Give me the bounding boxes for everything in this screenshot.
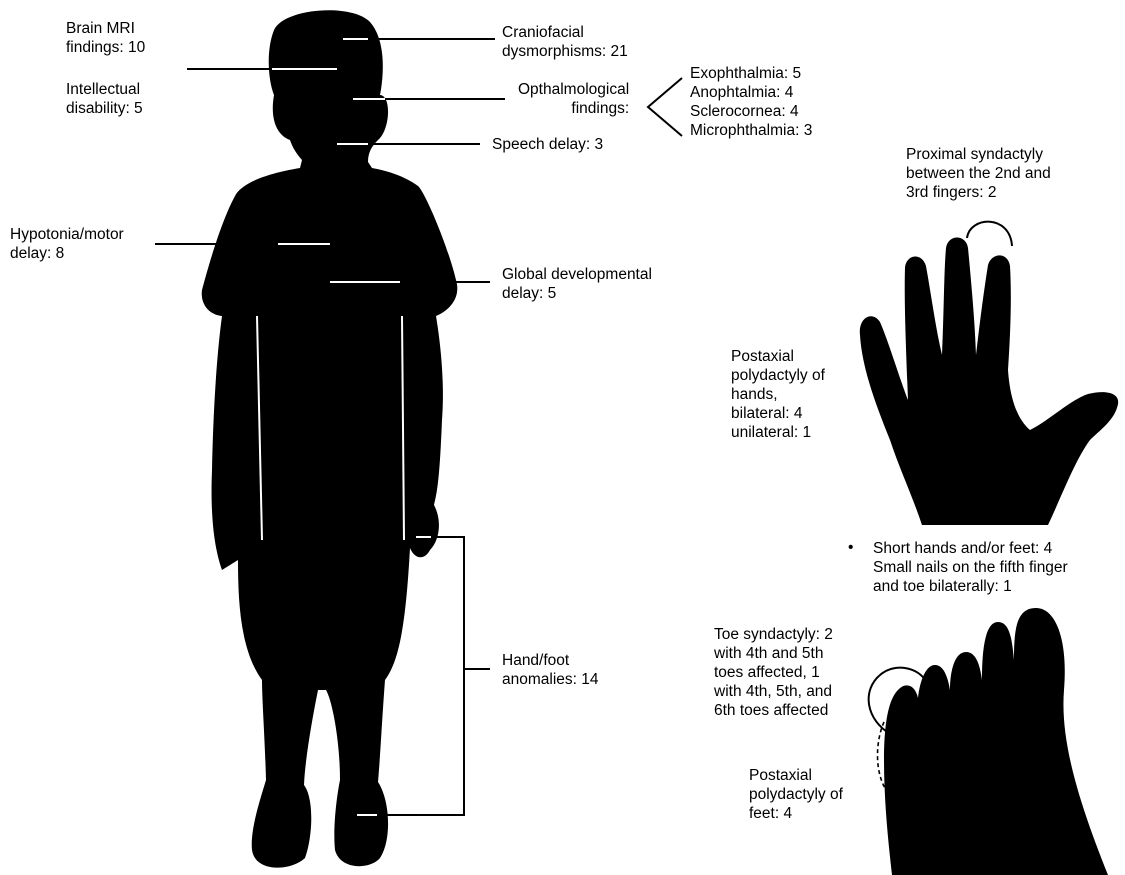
foot-illustration xyxy=(869,608,1108,875)
hand-illustration xyxy=(860,222,1118,525)
bullet-marker: • xyxy=(848,539,853,557)
child-silhouette xyxy=(202,10,458,867)
label-speech-delay: Speech delay: 3 xyxy=(492,135,603,154)
syndactyly-arc xyxy=(967,222,1012,246)
